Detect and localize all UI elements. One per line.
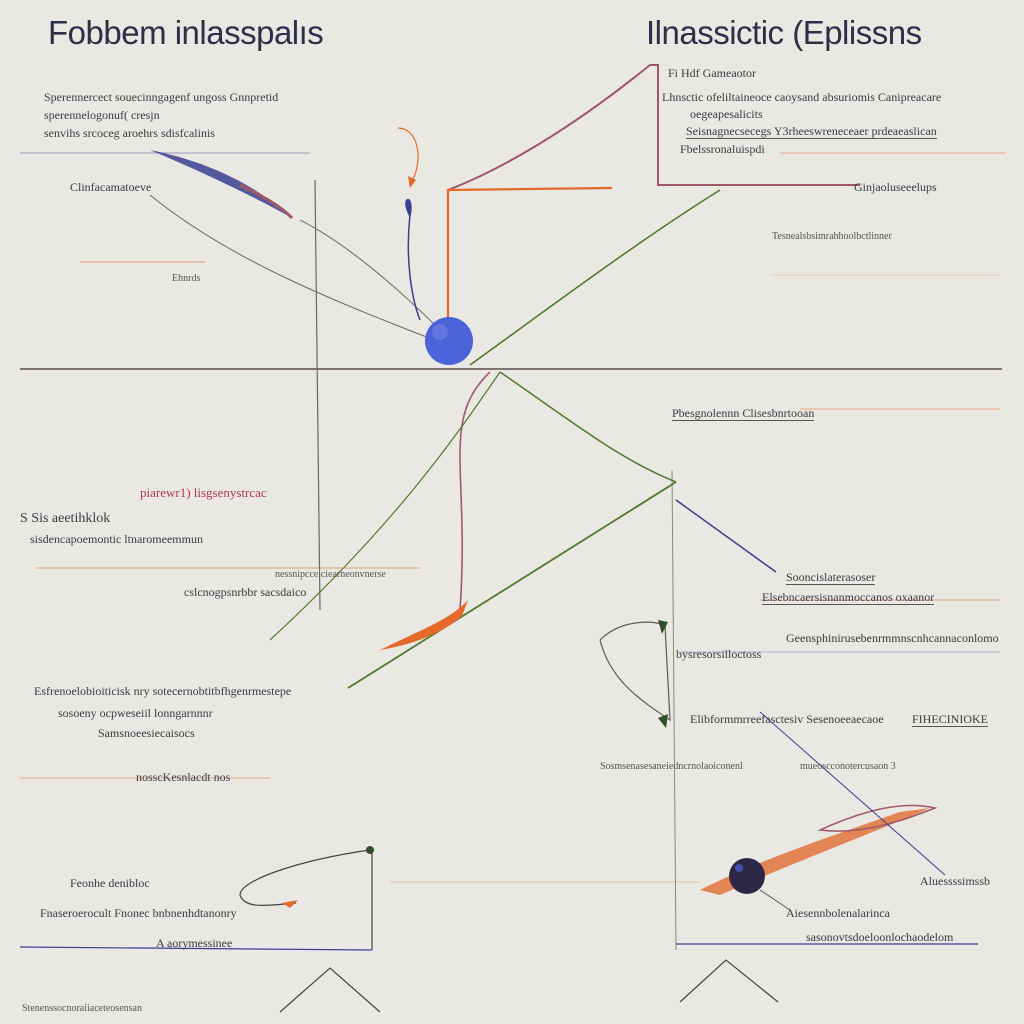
blue-stem xyxy=(407,214,421,321)
center-vertical-line xyxy=(671,469,677,951)
small-node-icon xyxy=(366,846,374,854)
left-vertical-axis xyxy=(314,179,321,611)
annotation-label: FIHECINIOKE xyxy=(912,712,988,727)
long-diagonal-left xyxy=(149,194,461,351)
navy-line-lower xyxy=(759,711,946,876)
orange-dot xyxy=(408,176,416,188)
annotation-label: Ehnrds xyxy=(172,273,201,284)
annotation-label: senvihs srcoceg aroehrs sdisfcalinis xyxy=(44,126,215,140)
dark-ball-icon xyxy=(729,858,765,894)
green-line-upper xyxy=(469,189,721,366)
annotation-label: cslcnogpsnrbbr sacsdaico xyxy=(184,585,307,599)
annotation-label: Ginjaoluseeelups xyxy=(854,180,937,194)
annotation-label: Lhnsctic ofeliltaineoce caoysand absurio… xyxy=(662,90,942,104)
annotation-label: Pbesgnolennn Clisesbnrtooan xyxy=(672,406,815,421)
annotation-label: Fbelssronaluispdi xyxy=(680,142,765,156)
green-diagonal-long xyxy=(347,481,677,689)
pendulum-line-left xyxy=(299,219,441,331)
annotation-label: Elsebncaersisnanmoccanos oxaanor xyxy=(762,590,935,605)
mauve-comet-tail xyxy=(239,183,294,220)
annotation-label: Esfrenoelobioiticisk nry sotecernobtitbf… xyxy=(34,684,292,698)
step-curve-mauve xyxy=(447,64,860,191)
mauve-curve-down xyxy=(459,371,491,611)
annotation-label: Aluessssimssb xyxy=(920,874,991,888)
blue-ball-highlight xyxy=(432,324,448,340)
green-arrowhead xyxy=(658,620,668,634)
annotation-label: sosoeny ocpweseiil lonngarnnnr xyxy=(58,706,213,720)
step-curve-orange xyxy=(446,186,613,320)
green-curve-down xyxy=(269,371,501,641)
title-left: Fobbem inlasspalıs xyxy=(48,14,324,51)
green-diagonal-right xyxy=(499,371,677,483)
annotation-label: Clinfacamatoeve xyxy=(70,180,152,194)
annotation-label: Tesnealsbsimrahhoolbctlinner xyxy=(772,231,892,242)
annotation-label: Samsnoeesiecaisocs xyxy=(98,726,195,740)
title-right: Ilnassictic (Eplissns xyxy=(646,14,922,51)
dark-ball-tether xyxy=(759,889,791,911)
annotation-label: bysresorsilloctoss xyxy=(676,647,762,661)
lower-right-stand xyxy=(679,959,779,1003)
annotation-label: Geensphinirusebenrmmnscnhcannaconlomo xyxy=(786,631,999,645)
blue-ball-icon xyxy=(425,317,473,365)
annotation-label: Sperennercect souecinngagenf ungoss Gnnp… xyxy=(44,90,279,104)
annotation-label: mueoscconotercusaon 3 xyxy=(800,761,896,772)
lower-left-stand xyxy=(279,967,381,1013)
orange-arrowhead-lower-left xyxy=(282,900,298,908)
green-arrowhead-lower xyxy=(658,714,668,728)
annotation-label: Feonhe denibloc xyxy=(70,876,150,890)
navy-line-right xyxy=(675,499,777,573)
annotation-label: oegeapesalicits xyxy=(690,107,763,121)
annotation-label: nosscKesnlacdt nos xyxy=(136,770,231,784)
orange-smear xyxy=(380,600,468,650)
orange-curl xyxy=(397,127,419,186)
annotation-label: Aiesennbolenalarinca xyxy=(786,906,890,920)
annotation-label: Elibformmrreefasctesiv Sesenoeeaecaoe xyxy=(690,712,884,726)
annotation-label: S Sis aeetihklok xyxy=(20,511,111,526)
annotation-label: Fi Hdf Gameaotor xyxy=(668,66,756,80)
dark-ball-highlight xyxy=(735,864,743,872)
mauve-trail-outline xyxy=(817,804,938,832)
annotation-label: Sosmsenasesaneiedncrnolaoiconenl xyxy=(600,761,743,772)
annotation-label: Sooncislaterasoser xyxy=(786,570,876,585)
pendulum-arc-right xyxy=(599,621,671,722)
lower-left-baseline xyxy=(19,946,373,951)
annotation-label: Seisnagnecsecegs Y3rheeswreneceaer prdea… xyxy=(686,124,937,139)
annotation-label: Stenenssocnoraiiaceteosensan xyxy=(22,1003,142,1014)
annotation-label: nessnipcce ciearneonvnerse xyxy=(275,569,386,580)
annotation-label: sisdencapoemontic ltnaromeemmun xyxy=(30,532,203,546)
lower-left-arc xyxy=(239,849,371,907)
annotation-label: piarewr1) lisgsenystrcac xyxy=(140,485,267,500)
blue-tip xyxy=(405,198,412,218)
annotation-label: A aorymessinee xyxy=(156,936,233,950)
annotation-label: sasonovtsdoeloonlochaodelom xyxy=(806,930,954,944)
annotation-label: Fnaseroerocult Fnonec bnbnenhdtanonry xyxy=(40,906,237,920)
annotation-label: sperennelogonuf( cresjn xyxy=(44,108,160,122)
blue-comet xyxy=(150,150,292,218)
